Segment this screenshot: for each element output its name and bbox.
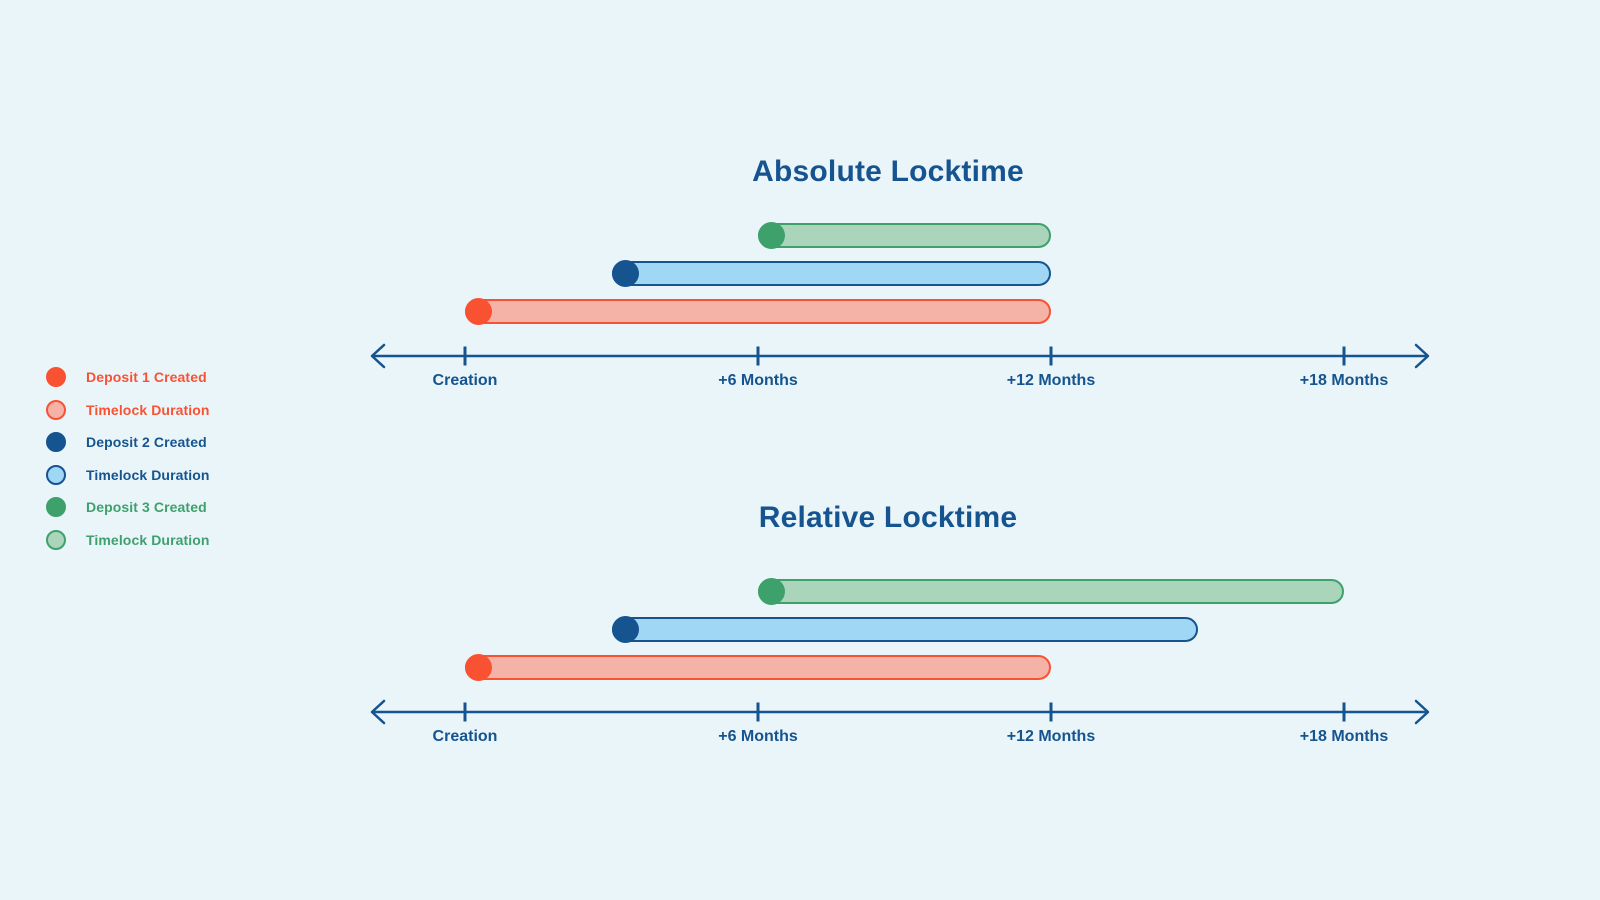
legend-dot-icon [46, 432, 66, 452]
axis-arrow-right-icon [1414, 343, 1430, 369]
deposit-3-timelock-created-marker-dot [758, 578, 785, 605]
legend-item-deposit-1-solid: Deposit 1 Created [46, 367, 210, 387]
legend-label: Timelock Duration [86, 401, 210, 418]
legend-label: Deposit 3 Created [86, 499, 207, 515]
timeline-bar-deposit-2-timelock [611, 260, 1051, 287]
timeline-bar-deposit-1-timelock [465, 298, 1051, 325]
axis-arrow-left-icon [370, 343, 386, 369]
legend-item-deposit-1-outline: Timelock Duration [46, 399, 210, 420]
axis-tick-label: +6 Months [718, 728, 798, 745]
legend-dot-icon [46, 529, 66, 550]
chart-title-absolute: Absolute Locktime [752, 155, 1024, 188]
legend-label: Timelock Duration [86, 466, 210, 483]
legend-dot-icon [46, 464, 66, 485]
axis-tick-label: +6 Months [718, 372, 798, 389]
legend-label: Deposit 2 Created [86, 434, 207, 450]
axis-tick-label: Creation [432, 372, 498, 389]
legend-item-deposit-2-outline: Timelock Duration [46, 464, 210, 485]
deposit-1-timelock-created-marker-dot [465, 654, 492, 681]
legend-label: Deposit 1 Created [86, 369, 207, 385]
deposit-2-timelock-created-marker-dot [611, 616, 639, 643]
axis-tick-label: +18 Months [1299, 372, 1389, 389]
axis-tick-label: +18 Months [1299, 728, 1389, 745]
timeline-bar-deposit-3-timelock [758, 578, 1344, 605]
legend-item-deposit-3-solid: Deposit 3 Created [46, 497, 210, 517]
deposit-3-timelock-created-marker-dot [758, 222, 785, 249]
legend-dot-icon [46, 399, 66, 420]
chart-title-relative: Relative Locktime [758, 501, 1018, 534]
timeline-bar-deposit-2-timelock [611, 616, 1198, 643]
legend-item-deposit-2-solid: Deposit 2 Created [46, 432, 210, 452]
legend-item-deposit-3-outline: Timelock Duration [46, 529, 210, 550]
legend-dot-icon [46, 367, 66, 387]
timeline-axis [370, 699, 1430, 725]
axis-tick-label: +12 Months [1006, 372, 1096, 389]
axis-arrow-right-icon [1414, 699, 1430, 725]
legend-dot-icon [46, 497, 66, 517]
axis-tick-label: Creation [432, 728, 498, 745]
axis-arrow-left-icon [370, 699, 386, 725]
timeline-bar-deposit-1-timelock [465, 654, 1051, 681]
legend-label: Timelock Duration [86, 531, 210, 548]
deposit-2-timelock-created-marker-dot [611, 260, 639, 287]
timeline-bar-deposit-3-timelock [758, 222, 1051, 249]
deposit-1-timelock-created-marker-dot [465, 298, 492, 325]
axis-tick-label: +12 Months [1006, 728, 1096, 745]
timeline-axis [370, 343, 1430, 369]
